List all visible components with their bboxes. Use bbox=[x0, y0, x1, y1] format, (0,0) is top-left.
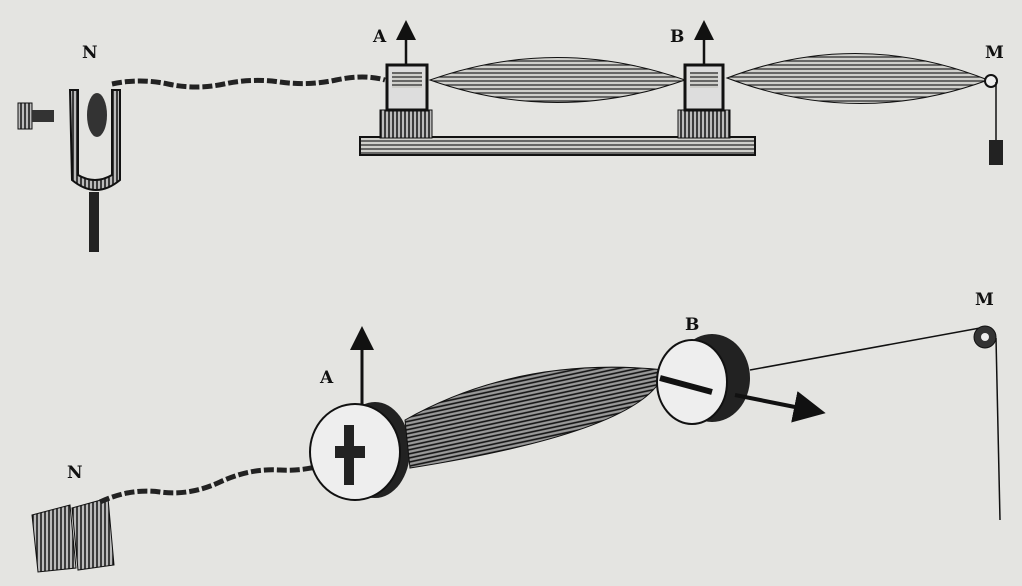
vibrating-segment bbox=[404, 366, 666, 469]
disc-a bbox=[309, 326, 410, 501]
label-b: B bbox=[685, 315, 699, 335]
base-board bbox=[359, 136, 756, 156]
label-m: M bbox=[985, 43, 1004, 63]
bridge-b bbox=[677, 20, 731, 139]
bottom-figure: N A B M bbox=[31, 290, 1001, 573]
label-n: N bbox=[82, 43, 98, 63]
vibrating-segment-2 bbox=[725, 53, 990, 104]
disc-b bbox=[656, 334, 826, 425]
pulley-weight bbox=[984, 74, 1003, 165]
label-a: A bbox=[319, 368, 334, 388]
twisted-string bbox=[111, 74, 386, 90]
top-figure: N A B M bbox=[17, 20, 1004, 252]
pulley bbox=[973, 325, 1001, 521]
label-n: N bbox=[67, 463, 83, 483]
twisted-string bbox=[98, 455, 346, 505]
string bbox=[749, 327, 981, 371]
tuning-fork bbox=[17, 89, 121, 252]
label-b: B bbox=[670, 27, 684, 47]
bridge-a bbox=[379, 20, 433, 139]
label-m: M bbox=[975, 290, 994, 310]
vibrating-segment-1 bbox=[428, 57, 687, 103]
magnet-blocks bbox=[31, 497, 115, 573]
label-a: A bbox=[372, 27, 387, 47]
